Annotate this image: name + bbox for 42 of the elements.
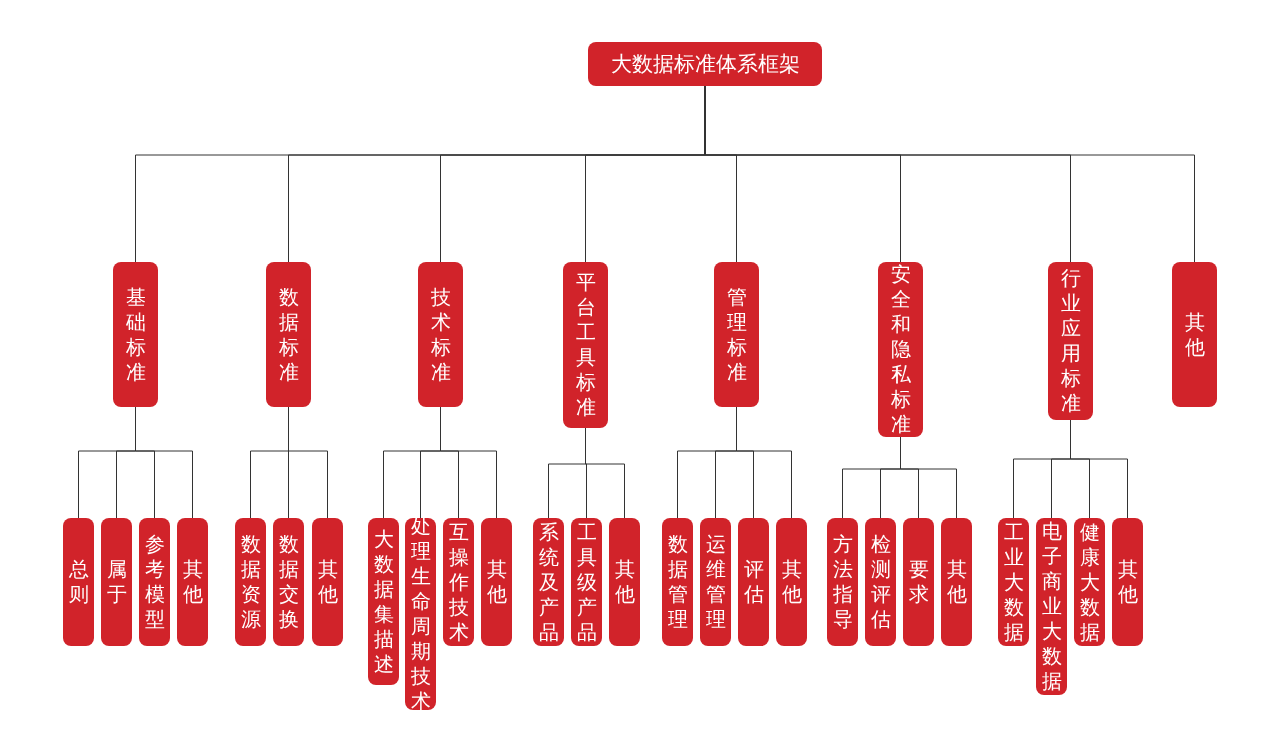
category-box: 行业应用标准: [1048, 262, 1093, 420]
item-box: 方法指导: [827, 518, 858, 646]
item-box: 系统及产品: [533, 518, 564, 646]
item-box: 其他: [941, 518, 972, 646]
category-box: 基础标准: [113, 262, 158, 407]
item-box: 要求: [903, 518, 934, 646]
category-box: 技术标准: [418, 262, 463, 407]
item-box: 其他: [1112, 518, 1143, 646]
item-box: 评估: [738, 518, 769, 646]
item-box: 其他: [609, 518, 640, 646]
item-box: 大数据集描述: [368, 518, 399, 685]
item-box: 互操作技术: [443, 518, 474, 646]
connector-line: [440, 406, 497, 519]
item-box: 属于: [101, 518, 132, 646]
connector-line: [585, 427, 625, 519]
item-box: 数据管理: [662, 518, 693, 646]
connector-line: [736, 406, 792, 519]
category-box: 其他: [1172, 262, 1217, 407]
connector-line: [1070, 419, 1128, 519]
item-box: 其他: [481, 518, 512, 646]
item-box: 总则: [63, 518, 94, 646]
category-box: 安全和隐私标准: [878, 262, 923, 437]
item-box: 工业大数据: [998, 518, 1029, 646]
category-box: 管理标准: [714, 262, 759, 407]
connector-line: [135, 406, 193, 519]
item-box: 健康大数据: [1074, 518, 1105, 646]
item-box: 其他: [776, 518, 807, 646]
item-box: 数据资源: [235, 518, 266, 646]
connector-line: [288, 406, 328, 519]
item-box: 其他: [312, 518, 343, 646]
item-box: 其他: [177, 518, 208, 646]
item-box: 处理生命周期技术: [405, 518, 436, 710]
item-box: 电子商业大数据: [1036, 518, 1067, 695]
category-box: 平台工具标准: [563, 262, 608, 428]
item-box: 参考模型: [139, 518, 170, 646]
item-box: 数据交换: [273, 518, 304, 646]
item-box: 检测评估: [865, 518, 896, 646]
item-box: 工具级产品: [571, 518, 602, 646]
title-box: 大数据标准体系框架: [588, 42, 822, 86]
category-box: 数据标准: [266, 262, 311, 407]
connector-line: [900, 436, 957, 519]
item-box: 运维管理: [700, 518, 731, 646]
